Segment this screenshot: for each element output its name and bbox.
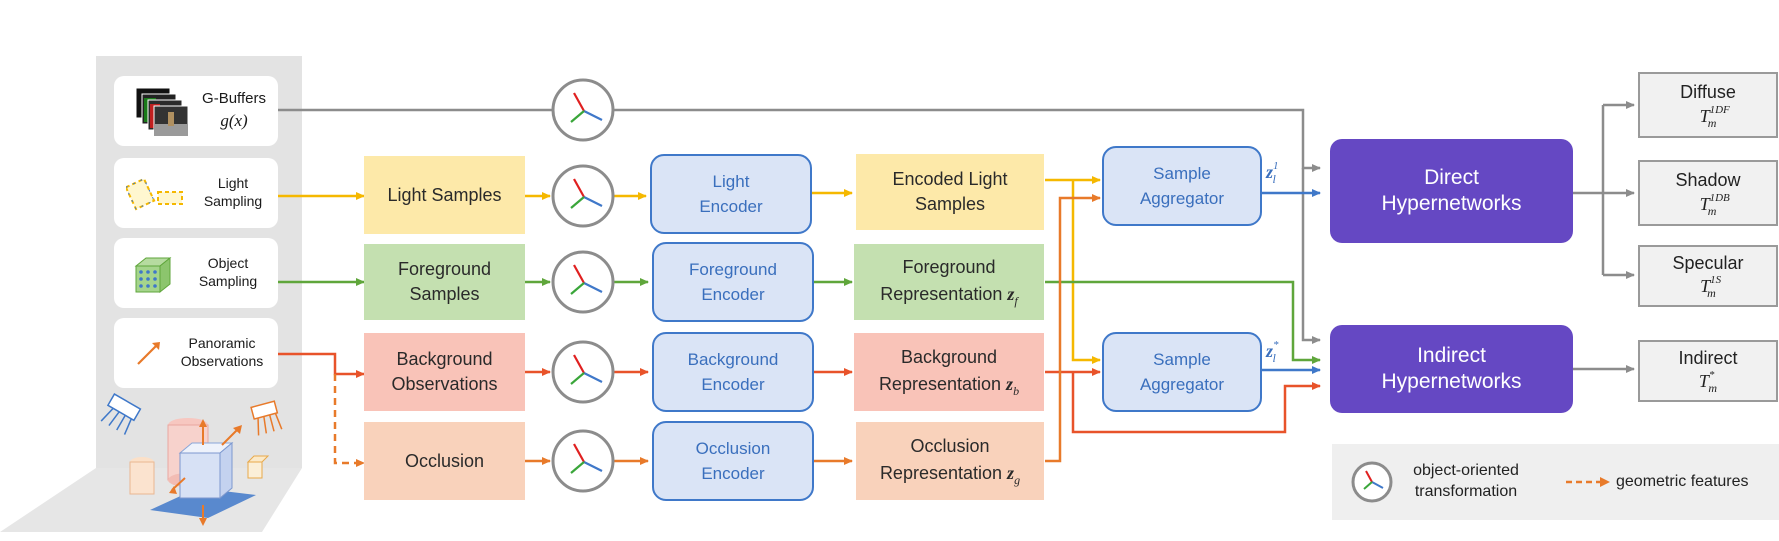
geometric-legend-label: geometric features xyxy=(1616,473,1749,490)
encoded-light-samples-box: Encoded Light Samples xyxy=(856,154,1044,230)
output-specular: Specular T1Sm xyxy=(1638,245,1778,307)
occlusion-representation-box: Occlusion Representation zg xyxy=(856,422,1044,500)
gbuffer-stack-icon xyxy=(135,87,189,137)
background-representation-title: Background xyxy=(900,346,998,367)
light-samples-box: Light Samples xyxy=(364,156,525,234)
transform-icon xyxy=(551,340,615,404)
transform-legend-icon xyxy=(1351,461,1393,503)
foreground-representation-line: Representation zf xyxy=(880,284,1018,308)
gbuffer-indirect-connector xyxy=(1301,168,1321,344)
foreground-samples-box: Foreground Samples xyxy=(364,244,525,320)
background-observations-box: Background Observations xyxy=(364,333,525,411)
foreground-encoder: Foreground Encoder xyxy=(652,242,814,322)
direct-hypernetworks: Direct Hypernetworks xyxy=(1330,139,1573,243)
geometric-feature-connector xyxy=(333,374,365,467)
light-encoder: Light Encoder xyxy=(650,154,812,234)
output-diffuse: Diffuse T1DFm xyxy=(1638,72,1778,138)
dashed-arrow-legend-icon xyxy=(1566,477,1610,487)
panoramic-arrow-icon xyxy=(137,342,160,365)
occlusion-representation-line: Representation zg xyxy=(879,463,1021,487)
transform-icon xyxy=(551,429,615,493)
output-indirect: Indirect T*m xyxy=(1638,340,1778,402)
transform-icon xyxy=(551,78,615,142)
light-sampling-icon xyxy=(126,177,183,211)
object-sampling-label: Object Sampling xyxy=(198,255,258,289)
object-sampling-icon xyxy=(134,256,172,294)
object-sampling-card: Object Sampling xyxy=(114,238,278,308)
aggregate-indirect-symbol: z*l xyxy=(1266,339,1279,365)
foreground-representation-box: Foreground Representation zf xyxy=(854,244,1044,320)
background-representation-line: Representation zb xyxy=(878,374,1020,398)
background-representation-box: Background Representation zb xyxy=(854,333,1044,411)
transform-legend-label: object-oriented transformation xyxy=(1413,462,1519,500)
gbuffers-card: G-Buffers g(x) xyxy=(114,76,278,146)
output-shadow: Shadow T1DBm xyxy=(1638,160,1778,226)
transform-icon xyxy=(551,164,615,228)
occlusion-representation-title: Occlusion xyxy=(910,435,990,456)
sample-aggregator-top: Sample Aggregator xyxy=(1102,146,1262,226)
aggregate-light-symbol: z1l xyxy=(1266,160,1279,186)
indirect-hypernetworks: Indirect Hypernetworks xyxy=(1330,325,1573,413)
occlusion-box: Occlusion xyxy=(364,422,525,500)
sample-aggregator-bottom: Sample Aggregator xyxy=(1102,332,1262,412)
panoramic-card: Panoramic Observations xyxy=(114,318,278,388)
transform-icon xyxy=(551,250,615,314)
foreground-representation-title: Foreground xyxy=(902,256,996,277)
legend: object-oriented transformation geometric… xyxy=(1332,444,1779,520)
gbuffer-connector xyxy=(278,108,1321,172)
gbuffers-label: G-Buffers xyxy=(202,90,266,107)
occlusion-encoder: Occlusion Encoder xyxy=(652,421,814,501)
light-sampling-label: Light Sampling xyxy=(203,175,263,209)
scene-illustration xyxy=(100,393,283,526)
background-encoder: Background Encoder xyxy=(652,332,814,412)
panoramic-label: Panoramic Observations xyxy=(180,335,264,369)
gbuffers-math: g(x) xyxy=(220,111,248,130)
light-sampling-card: Light Sampling xyxy=(114,158,278,228)
